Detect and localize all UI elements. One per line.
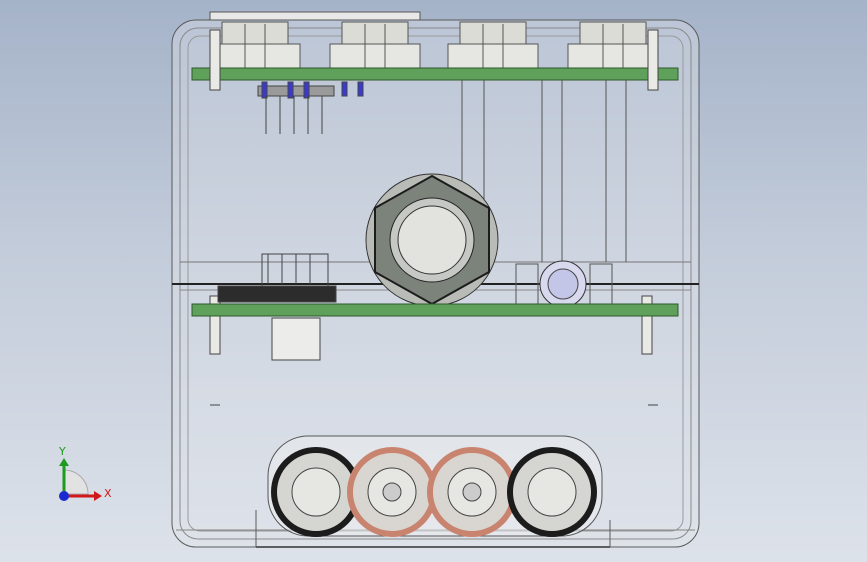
- center-jack: [365, 173, 499, 307]
- jack-1: [271, 447, 361, 537]
- x-axis-label: X: [104, 487, 112, 500]
- top-potentiometers: [209, 11, 659, 71]
- axis-triad: X Y: [58, 445, 112, 501]
- pcb-standoffs: [209, 29, 659, 355]
- middle-components: [217, 253, 337, 361]
- pin-header: [257, 81, 364, 134]
- jack-2: [347, 447, 437, 537]
- led: [515, 260, 613, 308]
- jack-4: [507, 447, 597, 537]
- y-axis-label: Y: [58, 445, 66, 458]
- top-pcb: [191, 67, 679, 81]
- middle-pcb: [191, 303, 679, 317]
- vertical-leads: [461, 80, 627, 262]
- bottom-jacks: [271, 447, 597, 537]
- z-axis-icon: [59, 491, 69, 501]
- jack-3: [427, 447, 517, 537]
- triad-plane-icon: [63, 469, 89, 495]
